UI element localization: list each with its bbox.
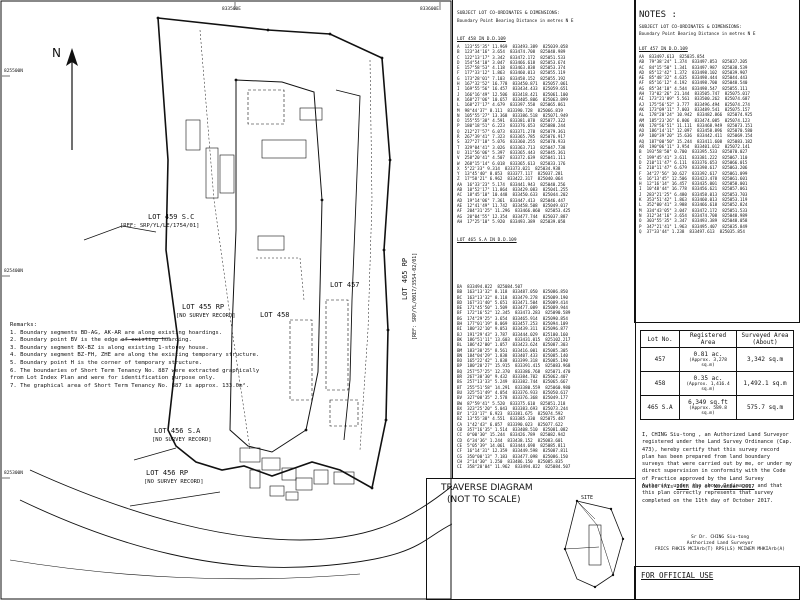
lot-459-ref: [REF: SRP/YL/LE/1754/01]	[120, 223, 200, 229]
notes-title: NOTES :	[639, 10, 677, 20]
table-row: 458 0.35 ac.(Approx. 1,416.4 sq.m) 1,492…	[640, 371, 794, 396]
notes-table-title: SUBJECT LOT CO-ORDINATES & DIMENSIONS:	[639, 25, 742, 30]
grid-label-n3: 825300N	[4, 471, 23, 476]
area-surveyed: 1,492.1 sq.m	[736, 371, 794, 396]
area-lot: 458	[640, 371, 680, 396]
signature-qualifications: FRICS FHKIS MCIArb(T) RPS(LS) MCIWEM MHK…	[655, 547, 785, 552]
survey-plan: 833500E 833600E 825500N 825400N 825300N …	[0, 0, 453, 600]
notes-panel: NOTES : SUBJECT LOT CO-ORDINATES & DIMEN…	[634, 0, 800, 323]
notes-section-457: LOT 457 IN D.D.109	[639, 47, 688, 52]
coords-lot-465: BA 833494.822 825084.507 BB 163°13'32" 8…	[457, 284, 571, 470]
grid-label-e1: 833500E	[222, 7, 241, 12]
traverse-site-label: SITE	[581, 495, 594, 501]
north-label: N	[52, 46, 61, 60]
remarks: Remarks: 1. Boundary segments BD-AG, AK-…	[10, 322, 259, 390]
coords-lot-458: A 123°55'35" 11.969 833493.389 825039.05…	[457, 44, 571, 224]
subject-table-columns: Boundary Point Bearing Distance in metre…	[457, 19, 574, 24]
remark-item: from Lot Index Plan and were for identif…	[10, 375, 216, 382]
area-header-registered: Registered Area	[679, 330, 737, 348]
dated-prefix: Dated this	[642, 484, 674, 490]
traverse-drawing	[563, 499, 625, 589]
traverse-subtitle: (NOT TO SCALE)	[447, 495, 521, 505]
signature-name: Sr Dr. CHING Siu-tong	[690, 535, 750, 540]
area-registered-cell: 0.35 ac.(Approx. 1,416.4 sq.m)	[679, 371, 737, 396]
traverse-title: TRAVERSE DIAGRAM	[441, 483, 533, 493]
subject-section-465: LOT 465 S.A IN D.D.109	[457, 238, 517, 243]
area-registered: 6,349 sq.ft	[688, 399, 728, 406]
traverse-diagram: TRAVERSE DIAGRAM (NOT TO SCALE) SITE	[426, 478, 636, 600]
area-lot: 465 S.A	[640, 395, 680, 420]
surveyor-signature: Sr Dr. CHING Siu-tong Authorized Land Su…	[650, 535, 790, 553]
remark-item: 1. Boundary segments BD-AG, AK-AR are al…	[10, 329, 223, 336]
remarks-title: Remarks:	[10, 322, 37, 328]
lot-458-label: LOT 458	[260, 311, 290, 319]
remark-item: 2. Boundary point BV is the edge of exis…	[10, 337, 192, 344]
area-registered-cell: 0.81 ac.(Approx. 3,278 sq.m)	[679, 347, 737, 372]
area-lot: 457	[640, 347, 680, 372]
area-table: Lot No. Registered Area Surveyed Area (A…	[640, 330, 794, 420]
plan-drawing	[0, 0, 453, 600]
subject-section-458: LOT 458 IN D.D.109	[457, 37, 506, 42]
lot-455-label: LOT 455 RP	[182, 303, 225, 311]
dated-mid: day of	[691, 484, 711, 490]
table-row: 465 S.A 6,349 sq.ft(Approx. 589.8 sq.m) …	[640, 395, 794, 420]
lot-456sa-label: LOT 456 S.A	[154, 427, 201, 435]
remark-item: 7. The graphical area of Short Term Tena…	[10, 382, 250, 389]
surveyor-certificate: I, CHING Siu-tong , an Authorized Land S…	[642, 432, 794, 505]
area-header-lot: Lot No.	[640, 330, 680, 348]
area-header-surveyed: Surveyed Area (About)	[736, 330, 794, 348]
north-arrow-icon	[66, 48, 78, 150]
notes-table-columns: Boundary Point Bearing Distance in metre…	[639, 32, 756, 37]
area-registered: 0.35 ac.	[693, 375, 723, 382]
lot-457-label: LOT 457	[330, 281, 360, 289]
dated-month: November 2017	[713, 484, 755, 490]
area-registered-cell: 6,349 sq.ft(Approx. 589.8 sq.m)	[679, 395, 737, 420]
area-table-wrapper: Lot No. Registered Area Surveyed Area (A…	[640, 330, 794, 420]
subject-table-title: SUBJECT LOT CO-ORDINATES & DIMENSIONS:	[457, 11, 560, 16]
signature-title: Authorized Land Surveyor	[686, 541, 754, 546]
remark-item: 4. Boundary segment BZ-FH, ZHE are along…	[10, 352, 260, 359]
certificate-dated: Dated this 20th day of November 2017	[642, 484, 754, 491]
lot-455-record: [NO SURVEY RECORD]	[176, 313, 236, 319]
dated-day: 20th	[676, 484, 689, 490]
remark-item: 3. Boundary segment BX-BZ is along exist…	[10, 344, 209, 351]
area-registered-sub: (Approx. 1,416.4 sq.m)	[686, 382, 730, 392]
coords-lot-457: AA 833497.613 825035.854 AB 79°38'24" 1.…	[639, 54, 753, 234]
remark-item: 5. Boundary point H is the corner of tem…	[10, 359, 202, 366]
lot-456rp-record: [NO SURVEY RECORD]	[144, 479, 204, 485]
grid-label-e2: 833600E	[420, 7, 439, 12]
area-registered-sub: (Approx. 589.8 sq.m)	[689, 406, 727, 416]
lot-459-label: LOT 459 S.C	[148, 213, 195, 221]
area-surveyed: 3,342 sq.m	[736, 347, 794, 372]
subject-lot-table: SUBJECT LOT CO-ORDINATES & DIMENSIONS: B…	[452, 0, 636, 479]
area-registered: 0.81 ac.	[693, 351, 723, 358]
official-use-box: FOR OFFICIAL USE	[634, 566, 800, 600]
lot-456sa-record: [NO SURVEY RECORD]	[152, 437, 212, 443]
lot-465-label: LOT 465 RP	[401, 257, 409, 300]
lot-465-ref: [REF: SRP/YL/0017/3554-02/01]	[412, 252, 418, 340]
lot-456rp-label: LOT 456 RP	[146, 469, 189, 477]
grid-label-n2: 825400N	[4, 269, 23, 274]
official-use-label: FOR OFFICIAL USE	[641, 571, 714, 580]
area-registered-sub: (Approx. 3,278 sq.m)	[689, 358, 727, 368]
remark-item: 6. The boundaries of Short Term Tenancy …	[10, 367, 260, 374]
area-surveyed: 575.7 sq.m	[736, 395, 794, 420]
table-row: 457 0.81 ac.(Approx. 3,278 sq.m) 3,342 s…	[640, 347, 794, 372]
grid-label-n1: 825500N	[4, 69, 23, 74]
certificate-text: I, CHING Siu-tong , an Authorized Land S…	[642, 432, 792, 504]
